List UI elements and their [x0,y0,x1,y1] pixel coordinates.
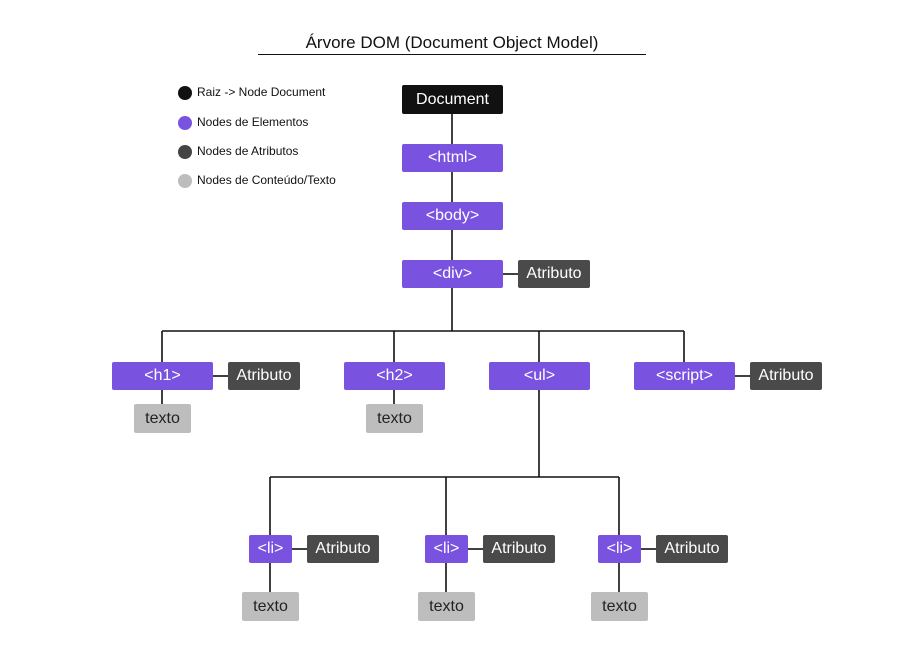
node-h2-text: texto [366,404,423,433]
node-div-attribute: Atributo [518,260,590,288]
node-li-2-attribute: Atributo [483,535,555,563]
title-underline [258,54,646,55]
legend-dot-root [178,86,192,100]
legend-dot-attributes [178,145,192,159]
node-script: <script> [634,362,735,390]
node-li-3-attribute: Atributo [656,535,728,563]
node-li-3-text: texto [591,592,648,621]
legend-dot-text [178,174,192,188]
node-li-2-text: texto [418,592,475,621]
diagram-title: Árvore DOM (Document Object Model) [305,33,599,52]
node-h1-text: texto [134,404,191,433]
node-h1: <h1> [112,362,213,390]
legend-dot-elements [178,116,192,130]
node-document: Document [402,85,503,114]
legend-label-root: Raiz -> Node Document [197,85,326,99]
node-body: <body> [402,202,503,230]
node-li-3: <li> [598,535,641,563]
legend-label-text: Nodes de Conteúdo/Texto [197,173,336,187]
node-li-2: <li> [425,535,468,563]
node-h1-attribute: Atributo [228,362,300,390]
legend-label-elements: Nodes de Elementos [197,115,309,129]
legend-label-attributes: Nodes de Atributos [197,144,299,158]
node-li-1-text: texto [242,592,299,621]
node-li-1: <li> [249,535,292,563]
node-h2: <h2> [344,362,445,390]
node-ul: <ul> [489,362,590,390]
node-div: <div> [402,260,503,288]
node-html: <html> [402,144,503,172]
node-script-attribute: Atributo [750,362,822,390]
node-li-1-attribute: Atributo [307,535,379,563]
